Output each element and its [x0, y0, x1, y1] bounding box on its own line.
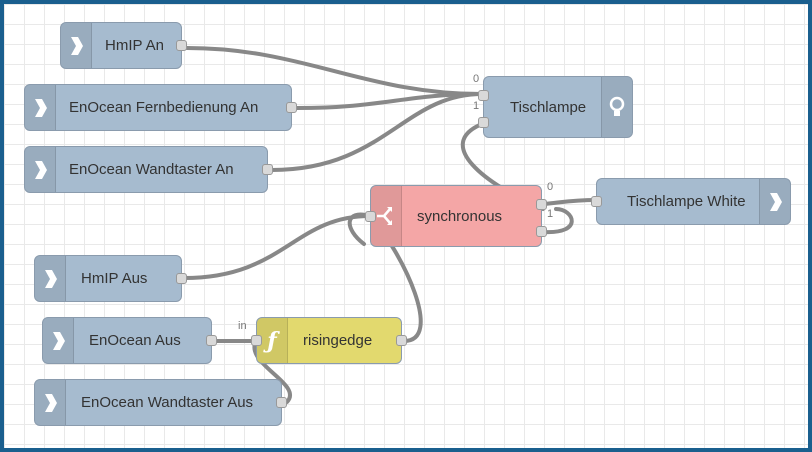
wire-hmip-an-tischlampe: [185, 46, 484, 96]
arrow-right-icon: [61, 23, 92, 68]
output-port[interactable]: [262, 164, 273, 175]
wire-wandaus-rising: [252, 339, 292, 404]
output-port[interactable]: [206, 335, 217, 346]
node-label: Tischlampe: [510, 98, 587, 116]
arrow-right-icon: [43, 318, 74, 363]
arrow-right-icon: [35, 380, 66, 425]
output-port[interactable]: [286, 102, 297, 113]
arrow-right-icon: [25, 147, 56, 192]
node-tischlampe-white[interactable]: Tischlampe White: [591, 178, 791, 225]
node-label: Tischlampe White: [627, 193, 746, 210]
node-label: synchronous: [417, 207, 503, 225]
node-tischlampe[interactable]: Tischlampe: [478, 76, 633, 138]
arrow-right-icon: [35, 256, 66, 301]
node-enocean-wandtaster-an[interactable]: EnOcean Wandtaster An: [24, 146, 273, 193]
node-label: risingedge: [303, 332, 373, 349]
wire-wand-an-tischlampe: [270, 92, 484, 172]
node-risingedge[interactable]: ƒ risingedge: [251, 317, 407, 364]
output-port[interactable]: [396, 335, 407, 346]
port-label-0: 0: [473, 73, 480, 85]
arrow-right-icon: [759, 179, 790, 224]
port-label-0: 0: [547, 181, 554, 193]
port-label-in: in: [238, 320, 247, 332]
node-label: HmIP An: [105, 37, 164, 54]
output-port[interactable]: [276, 397, 287, 408]
flow-canvas[interactable]: HmIP An EnOcean Fernbedienung An EnOcean…: [4, 4, 808, 448]
arrow-right-icon: [25, 85, 56, 130]
input-port-1[interactable]: [478, 117, 489, 128]
node-synchronous[interactable]: synchronous: [365, 185, 547, 247]
function-icon: ƒ: [257, 318, 288, 363]
node-hmip-aus[interactable]: HmIP Aus: [34, 255, 187, 302]
node-label: EnOcean Wandtaster Aus: [81, 394, 254, 411]
node-enocean-wandtaster-aus[interactable]: EnOcean Wandtaster Aus: [34, 379, 287, 426]
output-port-0[interactable]: [536, 199, 547, 210]
wire-fern-an-tischlampe: [295, 92, 484, 110]
lightbulb-icon: [601, 77, 632, 137]
input-port[interactable]: [591, 196, 602, 207]
input-port-0[interactable]: [478, 90, 489, 101]
node-enocean-aus[interactable]: EnOcean Aus: [42, 317, 217, 364]
input-port[interactable]: [251, 335, 262, 346]
wire-sync-white: [542, 198, 598, 206]
node-hmip-an[interactable]: HmIP An: [60, 22, 187, 69]
node-label: EnOcean Fernbedienung An: [69, 99, 259, 116]
input-port[interactable]: [365, 211, 376, 222]
wire-sync-loop: [542, 207, 574, 235]
wire-hmipaus-sync: [182, 214, 372, 280]
output-port-1[interactable]: [536, 226, 547, 237]
output-port[interactable]: [176, 273, 187, 284]
node-label: EnOcean Aus: [89, 332, 181, 349]
node-label: EnOcean Wandtaster An: [69, 161, 234, 178]
port-label-1: 1: [547, 208, 554, 220]
node-label: HmIP Aus: [81, 270, 148, 287]
output-port[interactable]: [176, 40, 187, 51]
node-enocean-fernbedienung-an[interactable]: EnOcean Fernbedienung An: [24, 84, 297, 131]
sync-icon: [371, 186, 402, 246]
port-label-1: 1: [473, 100, 480, 112]
